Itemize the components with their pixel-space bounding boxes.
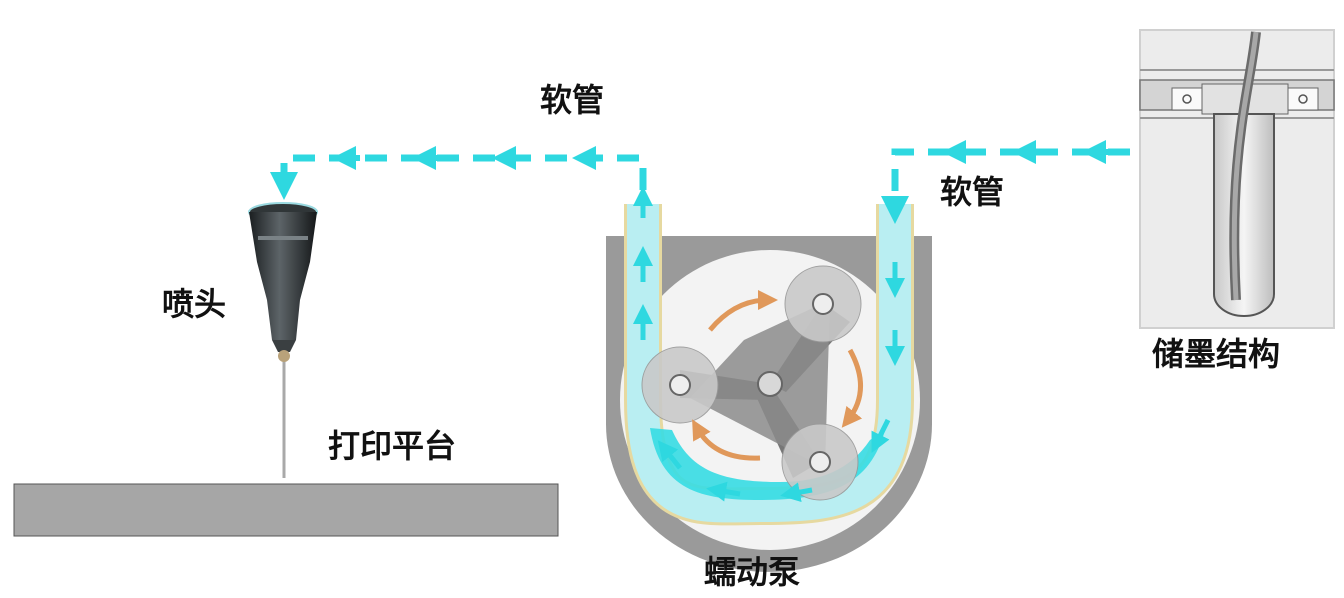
hose-left-flow	[270, 154, 647, 200]
ink-storage-label: 储墨结构	[1152, 335, 1281, 373]
hose-label-right: 软管	[940, 173, 1005, 211]
pump-rotor	[641, 265, 862, 501]
pump-label: 蠕动泵	[704, 553, 801, 591]
nozzle	[248, 202, 318, 362]
ink-storage	[1139, 29, 1335, 329]
hose-label-top: 软管	[540, 81, 605, 119]
rotation-arrows	[692, 290, 863, 461]
nozzle-label: 喷头	[162, 285, 227, 323]
platform-label: 打印平台	[328, 427, 457, 465]
print-platform	[13, 483, 559, 537]
hose-right-flow	[881, 148, 1130, 224]
tube-flow-arrows	[633, 186, 905, 503]
